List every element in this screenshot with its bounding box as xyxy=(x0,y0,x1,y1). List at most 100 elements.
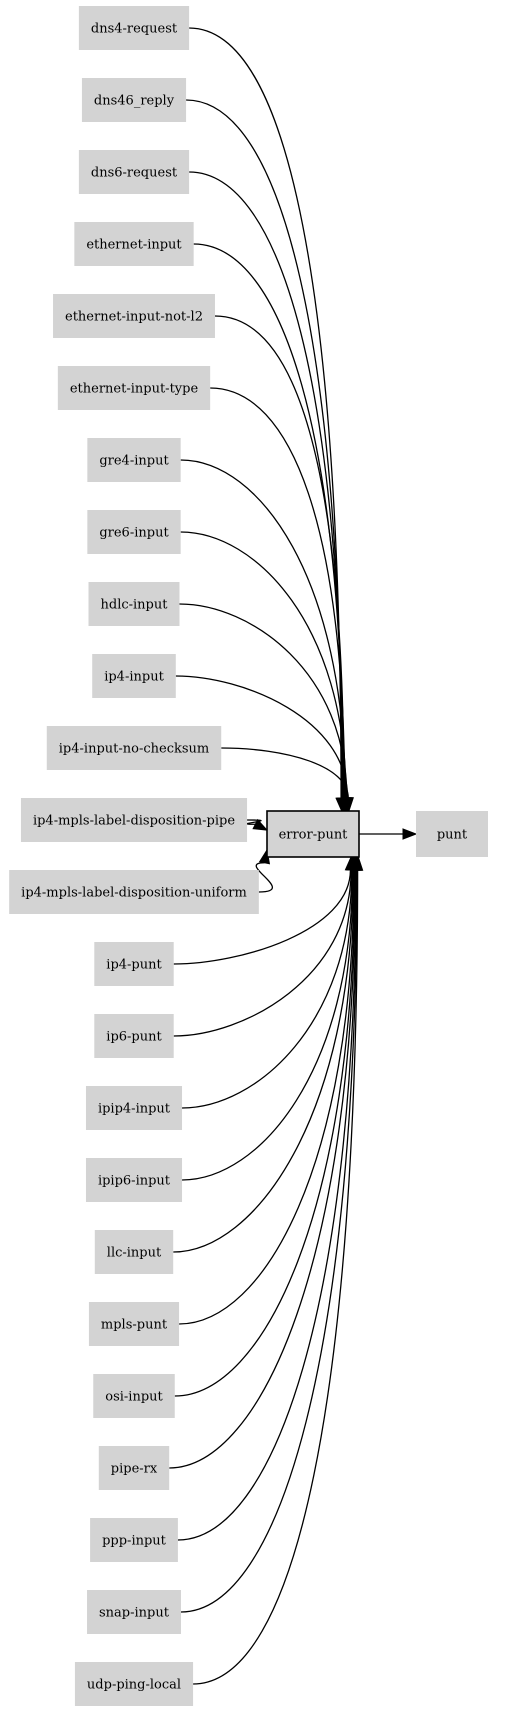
edge-llc-input xyxy=(173,869,354,1253)
node-dns4-request: dns4-request xyxy=(78,6,190,50)
node-snap-input: snap-input xyxy=(87,1590,181,1634)
edge-arrow-punt xyxy=(402,828,418,840)
node-udp-ping-local: udp-ping-local xyxy=(74,1662,194,1706)
node-ethernet-input-not-l2: ethernet-input-not-l2 xyxy=(53,294,215,338)
output-node-punt: punt xyxy=(416,811,488,857)
node-box xyxy=(78,150,190,194)
node-label: gre6-input xyxy=(99,526,169,541)
node-box xyxy=(416,811,488,857)
node-ip4-mpls-label-disposition-uniform: ip4-mpls-label-disposition-uniform xyxy=(9,870,259,914)
node-ip6-punt: ip6-punt xyxy=(94,1014,174,1058)
node-label: gre4-input xyxy=(99,454,169,469)
node-label: snap-input xyxy=(99,1606,170,1621)
node-box xyxy=(53,294,215,338)
node-box xyxy=(98,1446,170,1490)
edge-ethernet-input-not-l2 xyxy=(214,315,345,799)
edge-ppp-input xyxy=(177,869,357,1541)
node-label: ethernet-input-type xyxy=(70,382,199,397)
node-label: dns46_reply xyxy=(94,94,175,109)
node-gre4-input: gre4-input xyxy=(87,438,181,482)
focus-node-error-punt: error-punt xyxy=(266,810,360,858)
nodes-layer: dns4-request dns46_reply dns6-request ether… xyxy=(9,6,488,1706)
node-ipip6-input: ipip6-input xyxy=(85,1158,183,1202)
node-gre6-input: gre6-input xyxy=(87,510,181,554)
node-box xyxy=(87,510,181,554)
node-label: pipe-rx xyxy=(111,1462,158,1477)
node-box xyxy=(74,1662,194,1706)
edge-ethernet-input-type xyxy=(210,387,346,799)
node-box xyxy=(57,366,211,410)
node-box xyxy=(94,942,174,986)
node-box xyxy=(9,870,259,914)
node-label: osi-input xyxy=(105,1390,163,1405)
node-label: dns4-request xyxy=(91,22,178,37)
node-box xyxy=(46,726,222,770)
edge-ip4-input-no-checksum xyxy=(221,747,349,799)
node-mpls-punt: mpls-punt xyxy=(88,1302,180,1346)
node-box xyxy=(78,6,190,50)
node-box xyxy=(90,1518,178,1562)
node-dns46-reply: dns46_reply xyxy=(81,78,187,122)
node-label: ipip6-input xyxy=(98,1174,171,1189)
node-label: ipip4-input xyxy=(98,1102,171,1117)
node-label: mpls-punt xyxy=(101,1318,168,1333)
edge-ip4-mpls-label-disposition-uniform xyxy=(255,862,274,893)
edge-dns6-request xyxy=(189,171,344,799)
node-box xyxy=(85,1086,183,1130)
node-ip4-input-no-checksum: ip4-input-no-checksum xyxy=(46,726,222,770)
node-label: punt xyxy=(437,828,468,843)
node-label: ppp-input xyxy=(102,1534,167,1549)
node-box xyxy=(88,1302,180,1346)
node-box xyxy=(266,810,360,858)
node-label: error-punt xyxy=(279,828,349,843)
node-label: ethernet-input-not-l2 xyxy=(65,310,203,325)
node-hdlc-input: hdlc-input xyxy=(88,582,180,626)
edge-gre4-input xyxy=(180,459,347,799)
node-box xyxy=(20,798,248,842)
edge-udp-ping-local xyxy=(193,869,359,1685)
node-box xyxy=(87,1590,181,1634)
edge-mpls-punt xyxy=(179,869,355,1325)
edge-ipip6-input xyxy=(182,869,354,1181)
node-llc-input: llc-input xyxy=(94,1230,174,1274)
edge-snap-input xyxy=(180,869,358,1613)
node-pipe-rx: pipe-rx xyxy=(98,1446,170,1490)
node-label: ip4-input-no-checksum xyxy=(59,742,209,757)
node-ipip4-input: ipip4-input xyxy=(85,1086,183,1130)
node-box xyxy=(87,438,181,482)
node-label: ip6-punt xyxy=(106,1030,162,1045)
edge-ipip4-input xyxy=(182,869,353,1109)
node-label: ip4-input xyxy=(104,670,164,685)
edge-ip4-mpls-label-disposition-pipe xyxy=(246,819,262,825)
edge-ip4-input xyxy=(175,675,349,799)
edge-dns46-reply xyxy=(186,99,343,799)
node-box xyxy=(81,78,187,122)
node-label: hdlc-input xyxy=(101,598,169,613)
node-box xyxy=(85,1158,183,1202)
edge-ip6-punt xyxy=(173,869,352,1037)
node-label: ethernet-input xyxy=(86,238,182,253)
edges-layer xyxy=(169,27,418,1685)
node-box xyxy=(93,1374,175,1418)
node-label: llc-input xyxy=(107,1246,162,1261)
edge-osi-input xyxy=(174,869,356,1397)
node-ppp-input: ppp-input xyxy=(90,1518,178,1562)
node-dns6-request: dns6-request xyxy=(78,150,190,194)
node-ip4-input: ip4-input xyxy=(92,654,176,698)
node-ip4-mpls-label-disposition-pipe: ip4-mpls-label-disposition-pipe xyxy=(20,798,248,842)
node-box xyxy=(94,1230,174,1274)
edge-ip4-punt xyxy=(173,869,352,965)
node-label: ip4-mpls-label-disposition-uniform xyxy=(21,886,247,901)
node-box xyxy=(92,654,176,698)
edge-ethernet-input xyxy=(193,243,344,799)
edge-gre6-input xyxy=(180,531,347,799)
node-label: ip4-punt xyxy=(106,958,162,973)
node-ethernet-input: ethernet-input xyxy=(74,222,194,266)
node-ip4-punt: ip4-punt xyxy=(94,942,174,986)
node-label: ip4-mpls-label-disposition-pipe xyxy=(33,814,235,829)
node-label: udp-ping-local xyxy=(87,1678,181,1693)
node-ethernet-input-type: ethernet-input-type xyxy=(57,366,211,410)
node-box xyxy=(88,582,180,626)
edge-hdlc-input xyxy=(179,603,348,799)
